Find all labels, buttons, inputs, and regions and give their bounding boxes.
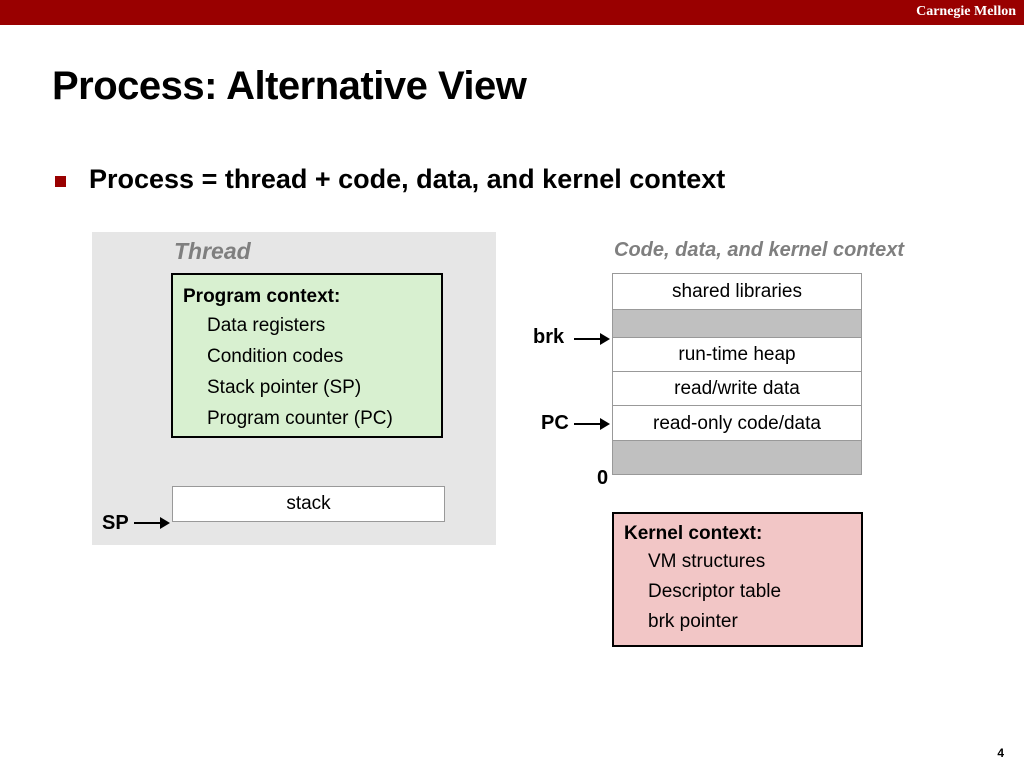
program-context-item: Program counter (PC) [207, 408, 393, 429]
segment-run-time-heap: run-time heap [612, 337, 862, 372]
segment-gap [612, 309, 862, 338]
bullet-text: Process = thread + code, data, and kerne… [89, 164, 726, 194]
thread-label: Thread [174, 238, 251, 264]
pc-arrow-icon [574, 418, 610, 430]
address-zero-label: 0 [597, 467, 609, 489]
program-context-item: Data registers [207, 315, 326, 336]
program-context-heading: Program context: [183, 286, 341, 307]
kernel-context-item: Descriptor table [648, 581, 782, 602]
kernel-context-heading: Kernel context: [624, 523, 763, 544]
slide-title: Process: Alternative View [52, 64, 527, 108]
program-context-item: Condition codes [207, 346, 344, 367]
kernel-context-item: VM structures [648, 551, 766, 572]
segment-shared-libraries: shared libraries [612, 273, 862, 310]
kernel-context-box: Kernel context: VM structures Descriptor… [612, 512, 863, 647]
top-bar: Carnegie Mellon [0, 0, 1024, 25]
program-context-box: Program context: Data registers Conditio… [171, 273, 443, 438]
sp-arrow-icon [134, 517, 170, 529]
brand-name: Carnegie Mellon [916, 4, 1016, 19]
page-number: 4 [997, 746, 1004, 760]
stack-box: stack [172, 486, 445, 522]
brk-arrow-icon [574, 333, 610, 345]
segment-read-write-data: read/write data [612, 371, 862, 406]
bullet-square-icon [55, 176, 66, 187]
sp-label: SP [102, 512, 129, 534]
segment-bottom-gap [612, 440, 862, 475]
brk-label: brk [533, 326, 565, 348]
context-label: Code, data, and kernel context [614, 239, 905, 261]
pc-label: PC [541, 412, 569, 434]
segment-read-only-code-data: read-only code/data [612, 405, 862, 441]
kernel-context-item: brk pointer [648, 611, 738, 632]
program-context-item: Stack pointer (SP) [207, 377, 362, 398]
